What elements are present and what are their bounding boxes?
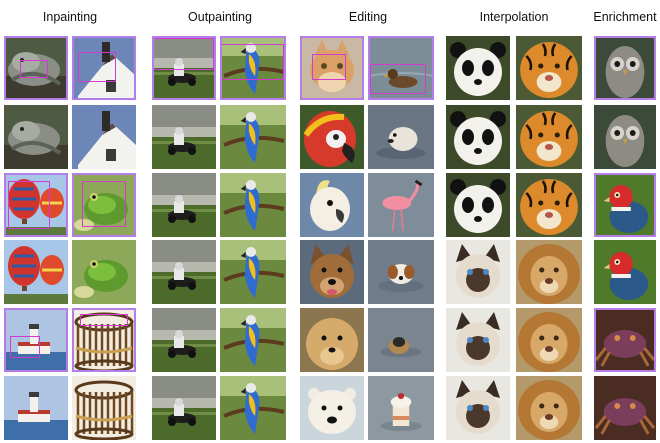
editing-right-image-5 bbox=[368, 308, 434, 372]
editing-right-image-2 bbox=[368, 105, 434, 169]
inpainting-right-image-1 bbox=[72, 36, 136, 100]
inpainting-left-image-2 bbox=[4, 105, 68, 169]
header-interpolation: Interpolation bbox=[479, 10, 549, 24]
editing-left-image-1 bbox=[300, 36, 364, 100]
editing-right-image-3 bbox=[368, 173, 434, 237]
header-editing: Editing bbox=[348, 10, 388, 24]
inpainting-right-image-5 bbox=[72, 308, 136, 372]
outpainting-left-image-1 bbox=[152, 36, 216, 100]
outpainting-right-image-4 bbox=[220, 240, 286, 304]
enrichment-image-4 bbox=[594, 240, 656, 304]
interpolation-right-image-4 bbox=[516, 240, 582, 304]
outpainting-left-image-4 bbox=[152, 240, 216, 304]
mask-outline bbox=[220, 44, 284, 80]
enrichment-image-6 bbox=[594, 376, 656, 440]
editing-left-image-3 bbox=[300, 173, 364, 237]
enrichment-image-1 bbox=[594, 36, 656, 100]
mask-outline bbox=[8, 181, 50, 229]
outpainting-left-image-6 bbox=[152, 376, 216, 440]
outpainting-right-image-6 bbox=[220, 376, 286, 440]
outpainting-left-image-5 bbox=[152, 308, 216, 372]
mask-outline bbox=[80, 314, 128, 326]
editing-left-image-6 bbox=[300, 376, 364, 440]
inpainting-left-image-1 bbox=[4, 36, 68, 100]
outpainting-left-image-3 bbox=[152, 173, 216, 237]
interpolation-right-image-5 bbox=[516, 308, 582, 372]
header-enrichment: Enrichment bbox=[593, 10, 657, 24]
enrichment-image-5 bbox=[594, 308, 656, 372]
outpainting-right-image-2 bbox=[220, 105, 286, 169]
interpolation-right-image-2 bbox=[516, 105, 582, 169]
outpainting-right-image-5 bbox=[220, 308, 286, 372]
enrichment-image-3 bbox=[594, 173, 656, 237]
interpolation-left-image-3 bbox=[446, 173, 510, 237]
inpainting-left-image-6 bbox=[4, 376, 68, 440]
enrichment-image-2 bbox=[594, 105, 656, 169]
editing-right-image-1 bbox=[368, 36, 434, 100]
editing-left-image-2 bbox=[300, 105, 364, 169]
header-inpainting: Inpainting bbox=[42, 10, 98, 24]
outpainting-left-image-2 bbox=[152, 105, 216, 169]
interpolation-left-image-5 bbox=[446, 308, 510, 372]
inpainting-right-image-6 bbox=[72, 376, 136, 440]
editing-left-image-4 bbox=[300, 240, 364, 304]
interpolation-left-image-2 bbox=[446, 105, 510, 169]
mask-outline bbox=[152, 38, 214, 70]
inpainting-left-image-3 bbox=[4, 173, 68, 237]
mask-outline bbox=[370, 64, 426, 94]
inpainting-right-image-2 bbox=[72, 105, 136, 169]
editing-left-image-5 bbox=[300, 308, 364, 372]
mask-outline bbox=[82, 181, 126, 227]
inpainting-left-image-5 bbox=[4, 308, 68, 372]
mask-outline bbox=[10, 336, 40, 358]
outpainting-right-image-3 bbox=[220, 173, 286, 237]
inpainting-left-image-4 bbox=[4, 240, 68, 304]
mask-outline bbox=[78, 52, 116, 82]
interpolation-right-image-1 bbox=[516, 36, 582, 100]
mask-outline bbox=[20, 60, 48, 78]
header-outpainting: Outpainting bbox=[188, 10, 252, 24]
outpainting-right-image-1 bbox=[220, 36, 286, 100]
editing-right-image-4 bbox=[368, 240, 434, 304]
mask-outline bbox=[312, 54, 346, 80]
editing-right-image-6 bbox=[368, 376, 434, 440]
interpolation-left-image-4 bbox=[446, 240, 510, 304]
interpolation-right-image-6 bbox=[516, 376, 582, 440]
inpainting-right-image-4 bbox=[72, 240, 136, 304]
interpolation-left-image-6 bbox=[446, 376, 510, 440]
interpolation-left-image-1 bbox=[446, 36, 510, 100]
inpainting-right-image-3 bbox=[72, 173, 136, 237]
interpolation-right-image-3 bbox=[516, 173, 582, 237]
